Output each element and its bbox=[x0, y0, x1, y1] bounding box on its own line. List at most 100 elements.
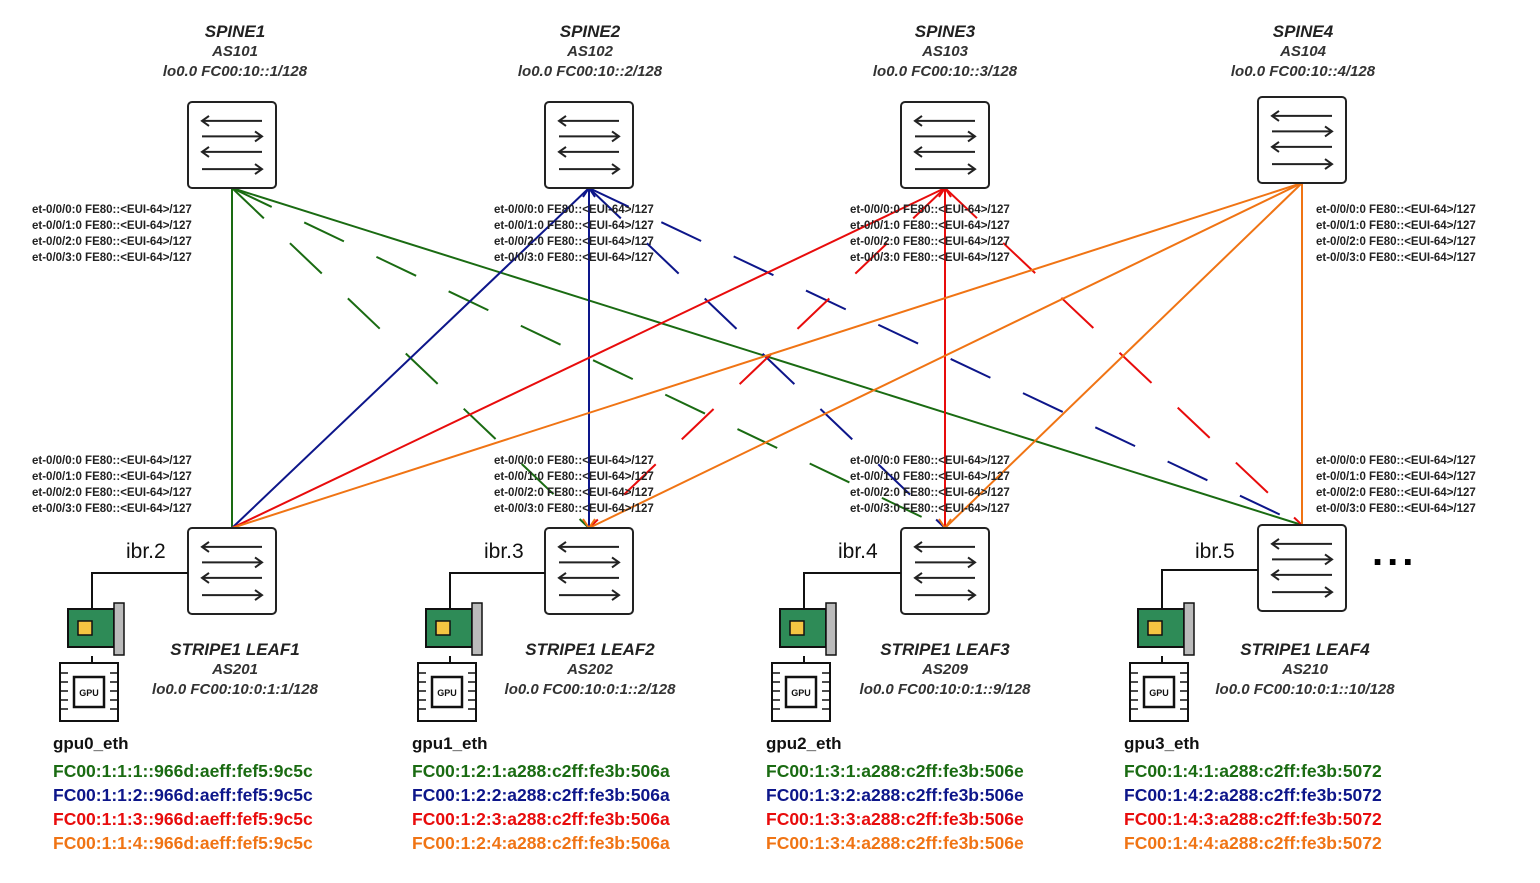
address-spine2: FC00:1:4:2:a288:c2ff:fe3b:5072 bbox=[1124, 785, 1382, 805]
spine-2-switch-icon-arrow-head bbox=[557, 115, 567, 127]
spine-3-switch-icon bbox=[900, 101, 990, 189]
interface-line: et-0/0/0:0 FE80::<EUI-64>/127 bbox=[494, 455, 654, 467]
leaf-2-switch-icon bbox=[544, 527, 634, 615]
spine-2-switch-icon bbox=[544, 101, 634, 189]
leaf-1-switch-icon-arrow-head bbox=[200, 541, 210, 553]
spine-1-switch-icon-frame bbox=[187, 101, 277, 189]
leaf-3-label: STRIPE1 LEAF3 AS209 lo0.0 FC00:10:0:1::9… bbox=[845, 640, 1045, 700]
interface-line: et-0/0/2:0 FE80::<EUI-64>/127 bbox=[1316, 487, 1476, 499]
gpu-0-chip-label: GPU bbox=[79, 688, 99, 698]
spine-3-switch-icon-arrow-head bbox=[967, 130, 977, 143]
leaf-3-interfaces: et-0/0/0:0 FE80::<EUI-64>/127 et-0/0/1:0… bbox=[850, 453, 1010, 517]
address-spine3: FC00:1:4:3:a288:c2ff:fe3b:5072 bbox=[1124, 809, 1382, 829]
leaf-3-switch-icon-arrow-head bbox=[967, 589, 977, 601]
leaf-2-name: STRIPE1 LEAF2 bbox=[525, 640, 655, 659]
gpu-3-host: GPU bbox=[1129, 569, 1258, 722]
leaf-2-interfaces: et-0/0/0:0 FE80::<EUI-64>/127 et-0/0/1:0… bbox=[494, 453, 654, 517]
interface-line: et-0/0/0:0 FE80::<EUI-64>/127 bbox=[850, 455, 1010, 467]
interface-line: et-0/0/2:0 FE80::<EUI-64>/127 bbox=[494, 236, 654, 248]
interface-line: et-0/0/1:0 FE80::<EUI-64>/127 bbox=[1316, 471, 1476, 483]
gpu-1-name: gpu1_eth bbox=[412, 734, 488, 753]
nic-2-chip bbox=[789, 620, 805, 636]
leaf-4-name: STRIPE1 LEAF4 bbox=[1240, 640, 1370, 659]
nic-1-chip bbox=[435, 620, 451, 636]
leaf-4-switch-icon-arrow-head bbox=[1324, 586, 1334, 598]
interface-line: et-0/0/3:0 FE80::<EUI-64>/127 bbox=[850, 503, 1010, 515]
spine-2-name: SPINE2 bbox=[559, 22, 621, 41]
spine-4-switch-icon-frame bbox=[1257, 96, 1347, 184]
gpu-3-uplink bbox=[1161, 569, 1258, 608]
nic-3-chip bbox=[1147, 620, 1163, 636]
leaf-4-switch-icon-arrow-head bbox=[1324, 553, 1334, 566]
leaf-1-switch-icon-arrow-head bbox=[254, 556, 264, 569]
leaf-2-switch-icon-frame bbox=[544, 527, 634, 615]
leaf-4-as: AS210 bbox=[1282, 661, 1328, 678]
link-spine4-leaf1 bbox=[231, 182, 1303, 529]
interface-line: et-0/0/3:0 FE80::<EUI-64>/127 bbox=[850, 252, 1010, 264]
spine-4-as: AS104 bbox=[1280, 43, 1326, 60]
leaf-4-label: STRIPE1 LEAF4 AS210 lo0.0 FC00:10:0:1::1… bbox=[1200, 640, 1410, 700]
leaf-2-switch-icon-arrow-head bbox=[557, 541, 567, 553]
spine-1-switch-icon-arrow-head bbox=[254, 163, 264, 175]
address-spine2: FC00:1:1:2::966d:aeff:fef5:9c5c bbox=[53, 785, 313, 805]
spine-4-switch-icon-arrow-head bbox=[1324, 125, 1334, 138]
spine-3-name: SPINE3 bbox=[914, 22, 976, 41]
spine-2-interfaces: et-0/0/0:0 FE80::<EUI-64>/127 et-0/0/1:0… bbox=[494, 202, 654, 266]
gpu-3-addresses: FC00:1:4:1:a288:c2ff:fe3b:5072 FC00:1:4:… bbox=[1124, 759, 1382, 855]
leaf-4-switch-icon bbox=[1257, 524, 1347, 612]
address-spine2: FC00:1:2:2:a288:c2ff:fe3b:506a bbox=[412, 785, 670, 805]
interface-line: et-0/0/1:0 FE80::<EUI-64>/127 bbox=[494, 471, 654, 483]
link-spine4-leaf3 bbox=[944, 182, 1303, 529]
nic-0-bracket bbox=[113, 602, 125, 656]
spine-3-loopback: lo0.0 FC00:10::3/128 bbox=[872, 63, 1018, 80]
spine-4-switch-icon bbox=[1257, 96, 1347, 184]
leaf-4-switch-icon-frame bbox=[1257, 524, 1347, 612]
interface-line: et-0/0/0:0 FE80::<EUI-64>/127 bbox=[1316, 204, 1476, 216]
interface-line: et-0/0/0:0 FE80::<EUI-64>/127 bbox=[494, 204, 654, 216]
leaf-1-interfaces: et-0/0/0:0 FE80::<EUI-64>/127 et-0/0/1:0… bbox=[32, 453, 192, 517]
leaf-2-switch-icon-arrow-head bbox=[611, 556, 621, 569]
gpu-2-host: GPU bbox=[771, 572, 901, 722]
interface-line: et-0/0/1:0 FE80::<EUI-64>/127 bbox=[850, 471, 1010, 483]
gpu-1-addresses: FC00:1:2:1:a288:c2ff:fe3b:506a FC00:1:2:… bbox=[412, 759, 670, 855]
leaf-3-switch-icon-arrow-head bbox=[913, 541, 923, 553]
leaf-1-switch-icon bbox=[187, 527, 277, 615]
nic-3-bracket bbox=[1183, 602, 1195, 656]
leaf-3-as: AS209 bbox=[922, 661, 968, 678]
spine-3-switch-icon-arrow-head bbox=[913, 146, 923, 158]
interface-line: et-0/0/3:0 FE80::<EUI-64>/127 bbox=[494, 252, 654, 264]
interface-line: et-0/0/0:0 FE80::<EUI-64>/127 bbox=[850, 204, 1010, 216]
spine-1-switch-icon-arrow-head bbox=[254, 130, 264, 143]
gpu-3-chip-label: GPU bbox=[1149, 688, 1169, 698]
leaf-4-switch-icon-arrow-head bbox=[1270, 538, 1280, 550]
gpu-2-die bbox=[784, 675, 818, 709]
spine-1-switch-icon-arrow-head bbox=[200, 146, 210, 158]
leaf-3-switch-icon-frame bbox=[900, 527, 990, 615]
gpu-0-die bbox=[72, 675, 106, 709]
leaf-1-switch-icon-arrow-head bbox=[200, 572, 210, 584]
gpu-1-die bbox=[430, 675, 464, 709]
address-spine1: FC00:1:3:1:a288:c2ff:fe3b:506e bbox=[766, 761, 1024, 781]
address-spine4: FC00:1:2:4:a288:c2ff:fe3b:506a bbox=[412, 833, 670, 853]
interface-line: et-0/0/2:0 FE80::<EUI-64>/127 bbox=[850, 236, 1010, 248]
links-group bbox=[231, 182, 1303, 530]
address-spine4: FC00:1:4:4:a288:c2ff:fe3b:5072 bbox=[1124, 833, 1382, 853]
address-spine4: FC00:1:3:4:a288:c2ff:fe3b:506e bbox=[766, 833, 1024, 853]
leaf-1-loopback: lo0.0 FC00:10:0:1:1/128 bbox=[152, 681, 318, 698]
spine-4-switch-icon-arrow-head bbox=[1270, 141, 1280, 153]
link-spine3-leaf1 bbox=[231, 187, 946, 529]
leaf-1-switch-icon-frame bbox=[187, 527, 277, 615]
spine-1-name: SPINE1 bbox=[204, 22, 266, 41]
interface-line: et-0/0/1:0 FE80::<EUI-64>/127 bbox=[32, 471, 192, 483]
spine-1-label: SPINE1 AS101 lo0.0 FC00:10::1/128 bbox=[150, 22, 320, 82]
address-spine3: FC00:1:3:3:a288:c2ff:fe3b:506e bbox=[766, 809, 1024, 829]
gpu-2-chip-label: GPU bbox=[791, 688, 811, 698]
interface-line: et-0/0/0:0 FE80::<EUI-64>/127 bbox=[32, 455, 192, 467]
ibr-label-2: ibr.3 bbox=[484, 540, 524, 563]
spine-3-switch-icon-arrow-head bbox=[967, 163, 977, 175]
leaf-3-switch-icon-arrow-head bbox=[913, 572, 923, 584]
spine-2-label: SPINE2 AS102 lo0.0 FC00:10::2/128 bbox=[505, 22, 675, 82]
ibr-label-4: ibr.5 bbox=[1195, 540, 1235, 563]
nic-2-bracket bbox=[825, 602, 837, 656]
